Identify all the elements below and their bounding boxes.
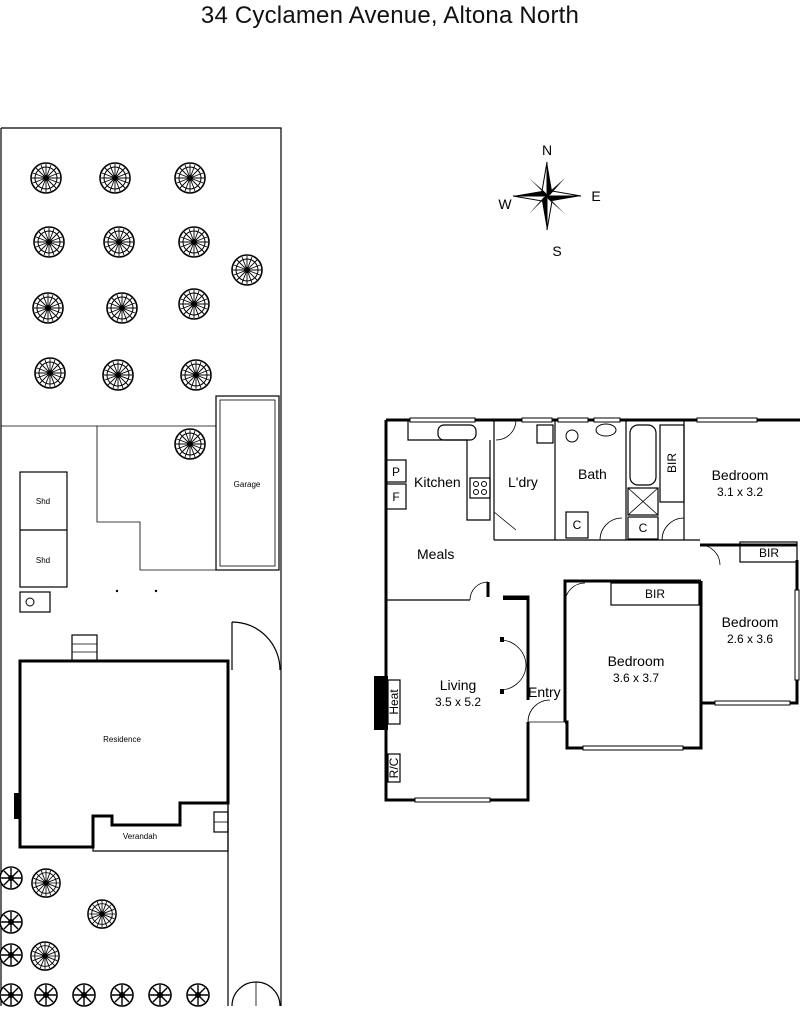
verandah-label: Verandah [123, 832, 157, 841]
bir-bed2-label: BIR [759, 546, 779, 560]
living-label: Living [440, 677, 477, 693]
tree-icon [30, 162, 62, 194]
fireplace [374, 676, 388, 730]
shed-label-2: Shd [36, 556, 50, 565]
shed-label-1: Shd [36, 497, 50, 506]
tree-icon-group [30, 162, 263, 460]
bedroom2-dim: 2.6 x 3.6 [727, 632, 773, 646]
compass-s: S [552, 243, 561, 259]
tree-icon [32, 292, 64, 324]
shrub-icon [0, 910, 23, 934]
shrub-icon [72, 983, 96, 1007]
laundry-label: L'dry [508, 474, 538, 490]
cupboard-2 [627, 516, 659, 540]
floor-plan-detail: Kitchen P F L'dry Bath BIR Bedroom 3.1 x… [374, 417, 800, 803]
bir-bed3-label: BIR [645, 587, 665, 601]
tree-icon [106, 292, 138, 324]
compass-n: N [542, 142, 552, 158]
shrub-icon [148, 983, 172, 1007]
reverse-cycle-unit [387, 753, 401, 783]
shrub-icon [34, 983, 58, 1007]
site-boundary [0, 127, 282, 1006]
tree-icon [231, 254, 263, 286]
tree-icon [174, 428, 206, 460]
rear-steps [71, 634, 98, 662]
compass-icon: N S E W [498, 142, 600, 259]
tree-icon [34, 357, 66, 389]
bedroom1-label: Bedroom [712, 467, 769, 483]
bedroom2-label: Bedroom [722, 614, 779, 630]
side-gate [231, 621, 281, 671]
living-dim: 3.5 x 5.2 [435, 695, 481, 709]
bir-bath-label: BIR [665, 453, 679, 473]
tank [19, 591, 51, 613]
garage-label: Garage [234, 480, 261, 489]
shrub-icon-group [0, 866, 210, 1007]
bir-bed3 [610, 582, 700, 606]
shrub-icon [0, 983, 23, 1007]
entry-label: Entry [528, 684, 561, 700]
pantry-label: P [392, 465, 400, 479]
cupboard2-label: C [639, 521, 648, 535]
bedroom3-dim: 3.6 x 3.7 [613, 671, 659, 685]
tree-icon [178, 226, 210, 258]
window [794, 589, 800, 681]
top-windows [409, 417, 758, 423]
fridge-label: F [392, 490, 399, 504]
pantry [385, 459, 407, 483]
verandah [92, 803, 229, 852]
tree-icon [99, 162, 131, 194]
cupboard-1 [565, 511, 589, 539]
residence-outline [18, 659, 230, 849]
heat-label: Heat [387, 689, 401, 715]
shrub-icon [186, 983, 210, 1007]
compass-e: E [591, 188, 600, 204]
meals-label: Meals [417, 546, 454, 562]
tree-icon [102, 359, 134, 391]
cupboard1-label: C [573, 518, 582, 532]
window [582, 745, 684, 751]
shrub-icon [0, 943, 23, 967]
tree-icon [180, 359, 212, 391]
tree-icon [30, 941, 60, 971]
kitchen-label: Kitchen [414, 474, 461, 490]
window [714, 700, 791, 706]
tree-icon [103, 226, 135, 258]
site-plan: Garage Shd Shd Residence Verandah [0, 127, 282, 1007]
shrub-icon [0, 866, 23, 890]
bir-bath [659, 424, 685, 503]
bedroom1-dim: 3.1 x 3.2 [717, 485, 763, 499]
tree-icon [33, 226, 65, 258]
tree-icon [87, 899, 117, 929]
bedroom3-label: Bedroom [608, 653, 665, 669]
chimney [14, 793, 21, 819]
heater [387, 679, 401, 725]
shrub-icon [110, 983, 134, 1007]
rc-label: R/C [387, 757, 401, 778]
window [414, 797, 491, 803]
garage [215, 395, 280, 571]
paving-outline [96, 426, 216, 571]
page-title: 34 Cyclamen Avenue, Altona North [200, 2, 580, 29]
bir-bed2 [739, 541, 798, 563]
residence-label: Residence [103, 735, 141, 744]
tree-icon [174, 162, 206, 194]
tree-icon [178, 288, 210, 320]
tree-icon [31, 868, 61, 898]
fridge-space [385, 483, 407, 510]
shower [627, 487, 659, 516]
compass-w: W [498, 196, 512, 212]
bath-label: Bath [578, 466, 607, 482]
